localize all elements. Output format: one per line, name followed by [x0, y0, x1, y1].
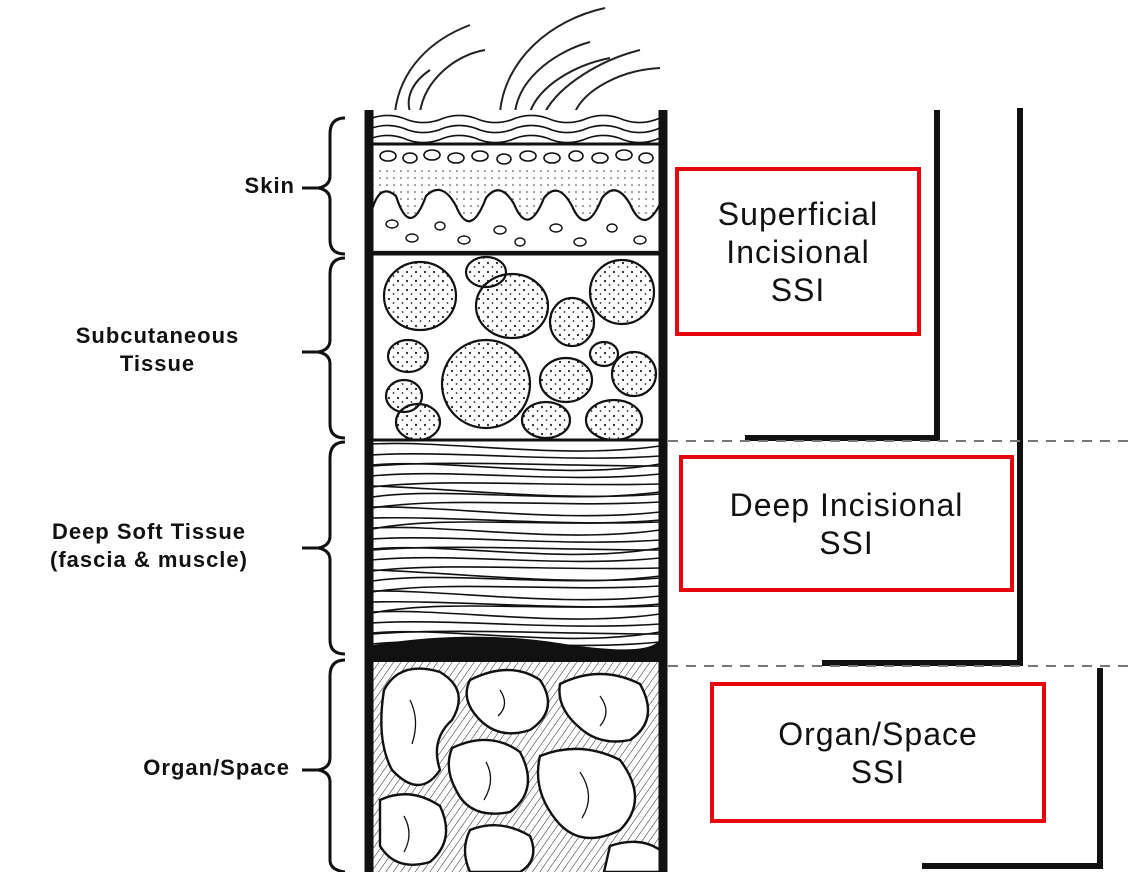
layer-label-subcutaneous: Subcutaneous Tissue	[20, 322, 295, 378]
organ-ssi-line1: Organ/Space	[778, 715, 978, 753]
superficial-incisional-ssi-box: Superficial Incisional SSI	[675, 167, 921, 336]
superficial-line1: Superficial	[718, 195, 878, 233]
organ-space-ssi-box: Organ/Space SSI	[710, 682, 1046, 823]
organ-ssi-line2: SSI	[851, 753, 906, 791]
superficial-line2: Incisional	[726, 233, 869, 271]
layer-braces	[302, 118, 345, 872]
subcutaneous-label-line1: Subcutaneous	[20, 322, 295, 350]
fat-globules-illustration	[372, 256, 660, 440]
skin-epidermis-illustration	[372, 110, 660, 254]
organ-tissue-illustration	[372, 660, 660, 872]
subcutaneous-label-line2: Tissue	[20, 350, 295, 378]
deep-label-line1: Deep Soft Tissue	[0, 518, 298, 546]
deep-line2: SSI	[819, 524, 874, 562]
layer-label-skin: Skin	[150, 172, 295, 200]
deep-incisional-ssi-box: Deep Incisional SSI	[679, 455, 1014, 592]
muscle-fibers-illustration	[372, 442, 660, 658]
layer-label-organ-space: Organ/Space	[40, 754, 290, 782]
organ-label: Organ/Space	[143, 755, 290, 780]
skin-label: Skin	[245, 173, 295, 198]
deep-label-line2: (fascia & muscle)	[0, 546, 298, 574]
superficial-line3: SSI	[771, 271, 826, 309]
layer-label-deep-soft-tissue: Deep Soft Tissue (fascia & muscle)	[0, 518, 298, 574]
deep-line1: Deep Incisional	[730, 486, 964, 524]
hair-strands-icon	[395, 8, 660, 112]
